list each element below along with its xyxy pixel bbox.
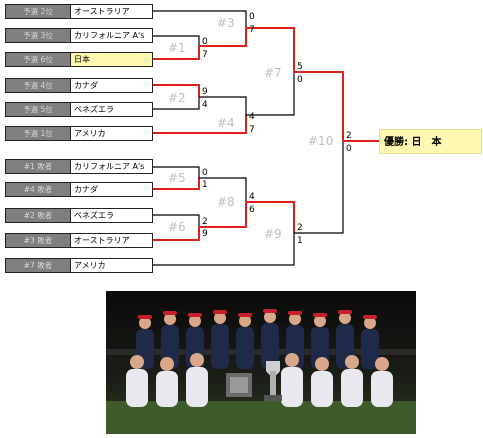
seed-label: #7 敗者 <box>6 259 71 272</box>
seed-row: 予選 3位 カリフォルニア A's <box>5 28 153 43</box>
game-label: #8 <box>217 195 235 209</box>
seed-row: #7 敗者 アメリカ <box>5 258 153 273</box>
score: 7 <box>249 125 255 135</box>
seed-label: #2 敗者 <box>6 209 71 222</box>
team-name: ベネズエラ <box>74 105 114 114</box>
game-label: #4 <box>217 116 235 130</box>
score: 7 <box>202 50 208 60</box>
seed-row: 予選 2位 オーストラリア <box>5 4 153 19</box>
score: 1 <box>297 236 303 246</box>
score: 1 <box>202 180 208 190</box>
team-name: カリフォルニア A's <box>74 162 145 171</box>
score: 5 <box>297 62 303 72</box>
game-label: #10 <box>308 134 334 148</box>
game-label: #6 <box>168 220 186 234</box>
score: 0 <box>346 144 352 154</box>
seed-row: #4 敗者 カナダ <box>5 182 153 197</box>
seed-row: 予選 1位 アメリカ <box>5 126 153 141</box>
team-photo <box>106 291 416 434</box>
game-label: #9 <box>264 227 282 241</box>
seed-row: #2 敗者 ベネズエラ <box>5 208 153 223</box>
score: 9 <box>202 87 208 97</box>
game-label: #5 <box>168 171 186 185</box>
score: 0 <box>297 75 303 85</box>
team-name: アメリカ <box>74 129 106 138</box>
team-name: オーストラリア <box>74 236 130 245</box>
score: 2 <box>202 217 208 227</box>
seed-label: 予選 5位 <box>6 103 71 116</box>
score: 0 <box>202 37 208 47</box>
seed-row: 予選 6位 日本 <box>5 52 153 67</box>
seed-label: #1 敗者 <box>6 160 71 173</box>
score: 4 <box>249 112 255 122</box>
game-label: #2 <box>168 91 186 105</box>
seed-label: #3 敗者 <box>6 234 71 247</box>
seed-label: 予選 2位 <box>6 5 71 18</box>
score: 4 <box>202 100 208 110</box>
seed-label: 予選 6位 <box>6 53 71 66</box>
game-label: #3 <box>217 16 235 30</box>
team-name: 日本 <box>74 55 90 64</box>
seed-label: #4 敗者 <box>6 183 71 196</box>
seed-row: 予選 4位 カナダ <box>5 78 153 93</box>
team-name: ベネズエラ <box>74 211 114 220</box>
champion-box: 優勝: 日 本 <box>379 129 482 154</box>
score: 9 <box>202 229 208 239</box>
score: 2 <box>297 223 303 233</box>
seed-label: 予選 3位 <box>6 29 71 42</box>
team-name: カリフォルニア A's <box>74 31 145 40</box>
team-name: オーストラリア <box>74 7 130 16</box>
score: 0 <box>202 168 208 178</box>
score: 4 <box>249 192 255 202</box>
team-name: カナダ <box>74 81 98 90</box>
team-name: アメリカ <box>74 261 106 270</box>
game-label: #7 <box>264 66 282 80</box>
game-label: #1 <box>168 41 186 55</box>
bracket-lines <box>152 10 379 266</box>
team-name: カナダ <box>74 185 98 194</box>
score: 2 <box>346 131 352 141</box>
seed-row: 予選 5位 ベネズエラ <box>5 102 153 117</box>
seed-label: 予選 1位 <box>6 127 71 140</box>
seed-row: #1 敗者 カリフォルニア A's <box>5 159 153 174</box>
score: 0 <box>249 12 255 22</box>
score: 7 <box>249 25 255 35</box>
score: 6 <box>249 205 255 215</box>
seed-row: #3 敗者 オーストラリア <box>5 233 153 248</box>
seed-label: 予選 4位 <box>6 79 71 92</box>
